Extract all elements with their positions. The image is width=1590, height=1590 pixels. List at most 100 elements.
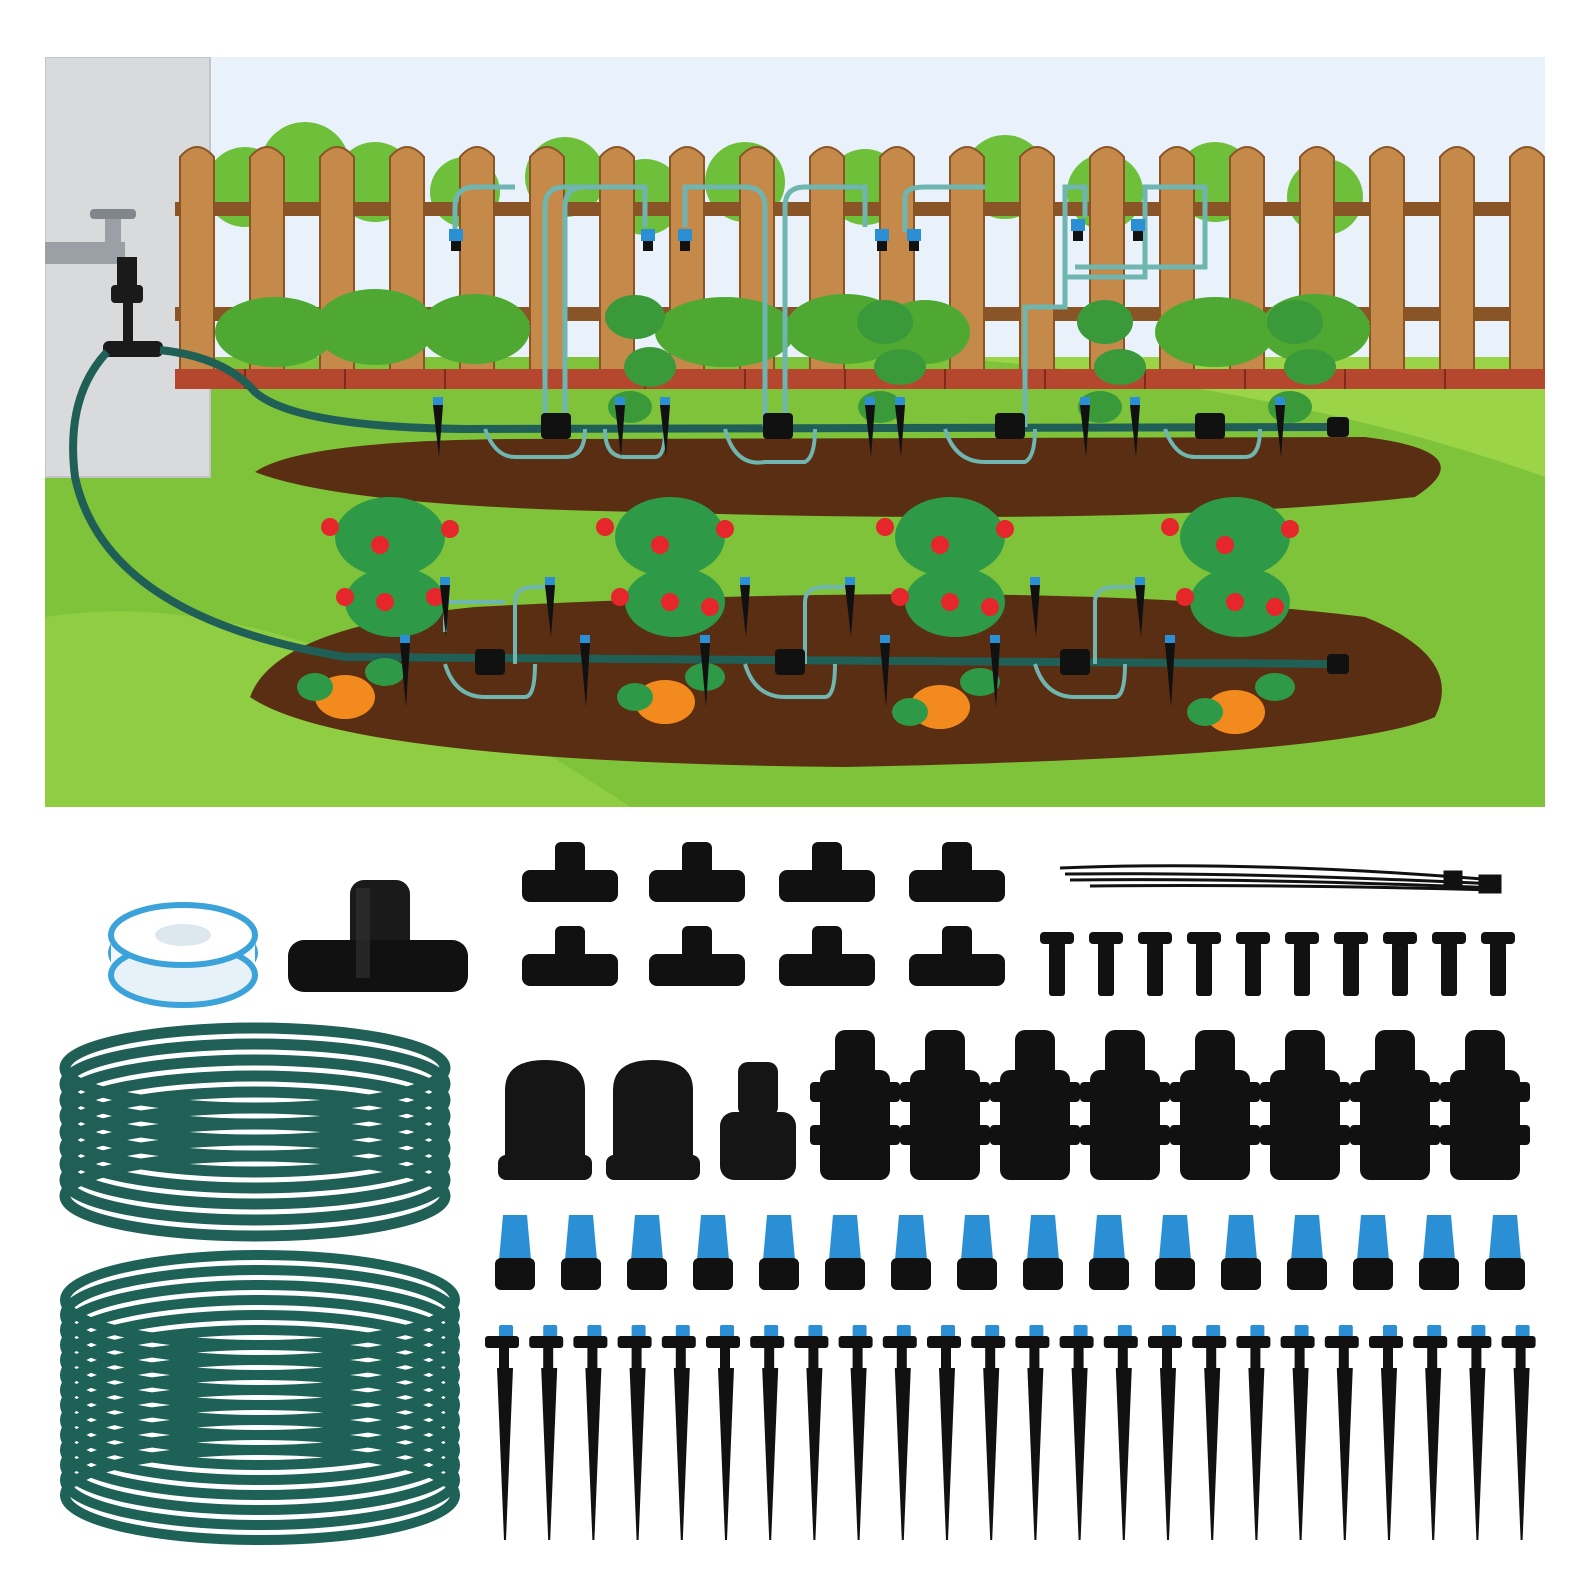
end-plug-icon xyxy=(1040,932,1074,996)
mist-nozzle-icon xyxy=(1155,1215,1195,1290)
tee-fitting-icon xyxy=(522,842,618,902)
main-hose-lower xyxy=(69,349,1336,668)
stake-sprinkler-icon xyxy=(838,1325,873,1540)
mist-nozzle-icon xyxy=(957,1215,997,1290)
mist-nozzle-icon xyxy=(495,1215,535,1290)
mist-nozzle-icon xyxy=(561,1215,601,1290)
end-plug-icon xyxy=(1138,932,1172,996)
stake-sprinkler-icon xyxy=(1501,1325,1536,1540)
mist-nozzle-icon xyxy=(1221,1215,1261,1290)
faucet-adapter-icon xyxy=(606,1060,700,1180)
seal-tape-icon xyxy=(108,902,258,1008)
mist-nozzle-icon xyxy=(825,1215,865,1290)
mist-nozzle-icon xyxy=(1071,219,1085,241)
stake-sprinkler-icon xyxy=(1030,577,1040,637)
four-way-connector-icon xyxy=(1195,413,1225,439)
mist-nozzle-icon xyxy=(875,229,889,251)
stake-sprinkler-icon xyxy=(1015,1325,1050,1540)
lower-soil-bed xyxy=(250,594,1442,767)
stake-sprinkler-icon xyxy=(545,577,555,637)
end-plug-icon xyxy=(1236,932,1270,996)
brick-edging xyxy=(175,369,1545,389)
stake-sprinkler-icon xyxy=(882,1325,917,1540)
hose-coil-icon xyxy=(60,1250,460,1545)
stake-sprinkler-icon xyxy=(573,1325,608,1540)
stake-sprinkler-icon xyxy=(865,397,875,457)
four-way-connector-icon xyxy=(541,413,571,439)
stake-sprinkler-icon xyxy=(895,397,905,457)
mist-nozzle-icon xyxy=(1023,1215,1063,1290)
end-plug-icon xyxy=(1089,932,1123,996)
mist-nozzle-icon xyxy=(1485,1215,1525,1290)
pumpkins xyxy=(297,658,1295,734)
stake-sprinkler-icon xyxy=(794,1325,829,1540)
stake-sprinkler-icon xyxy=(1280,1325,1315,1540)
stake-sprinkler-icon xyxy=(1148,1325,1182,1540)
four-way-connectors xyxy=(810,1030,1530,1180)
mist-nozzle-icon xyxy=(1419,1215,1459,1290)
stake-sprinkler-icon xyxy=(1275,397,1285,457)
stake-sprinkler-icon xyxy=(1324,1325,1359,1540)
stake-sprinkler-icon xyxy=(880,635,890,707)
mist-nozzle-icon xyxy=(693,1215,733,1290)
tee-fitting-icon xyxy=(649,842,745,902)
four-way-connector-icon xyxy=(900,1030,990,1180)
mist-nozzle-icon xyxy=(1353,1215,1393,1290)
tee-fitting-icon xyxy=(909,842,1005,902)
mist-nozzle-icon xyxy=(907,229,921,251)
stake-sprinkler-icon xyxy=(1192,1325,1227,1540)
hose-coil-icon xyxy=(59,1022,451,1242)
stake-sprinkler-icon xyxy=(1236,1325,1271,1540)
four-way-connector-icon xyxy=(775,649,805,675)
end-plug-icon xyxy=(1327,654,1349,674)
mist-nozzle-icon xyxy=(449,229,463,251)
end-plugs xyxy=(1040,932,1515,996)
mist-nozzles xyxy=(495,1215,1525,1290)
mist-nozzle-icon xyxy=(641,229,655,251)
four-way-connector-icon xyxy=(1260,1030,1350,1180)
end-plug-icon xyxy=(1187,932,1221,996)
kit-contents xyxy=(0,820,1590,1590)
stake-sprinkler-icon xyxy=(1135,577,1145,637)
stake-sprinkler-icon xyxy=(433,397,443,457)
stake-sprinkler-icon xyxy=(990,635,1000,707)
cable-tie-icon xyxy=(1059,864,1502,894)
stake-sprinkler-icon xyxy=(750,1325,785,1540)
tee-fitting-icon xyxy=(779,926,875,986)
end-plug-icon xyxy=(1285,932,1319,996)
faucet-adapter-icon xyxy=(498,1060,592,1180)
four-way-connector-icon xyxy=(1080,1030,1170,1180)
stake-sprinkler-icon xyxy=(400,635,410,707)
end-plug-icon xyxy=(1432,932,1466,996)
four-way-connector-icon xyxy=(1440,1030,1530,1180)
faucet-adapter-icon xyxy=(720,1062,796,1180)
tee-connectors xyxy=(522,842,1005,986)
four-way-connector-icon xyxy=(763,413,793,439)
stake-sprinkler-icon xyxy=(529,1325,564,1540)
mist-nozzle-icon xyxy=(1089,1215,1129,1290)
four-way-connector-icon xyxy=(475,649,505,675)
stake-sprinkler-icon xyxy=(1369,1325,1403,1540)
mist-nozzle-icon xyxy=(627,1215,667,1290)
main-hose-upper xyxy=(159,346,1336,434)
stake-sprinkler-icon xyxy=(440,577,450,637)
stake-sprinkler-icon xyxy=(1059,1325,1094,1540)
tee-fitting-icon xyxy=(909,926,1005,986)
tee-fitting-icon xyxy=(522,926,618,986)
fence-micro-tubes xyxy=(452,184,1208,427)
stake-sprinkler-icon xyxy=(1130,397,1140,457)
mist-nozzle-icon xyxy=(678,229,692,251)
stake-sprinkler-icon xyxy=(700,635,710,707)
end-plug-icon xyxy=(1334,932,1368,996)
scene-illustration xyxy=(45,57,1545,807)
kit-contents-illustration xyxy=(59,842,1536,1545)
four-way-connector-icon xyxy=(995,413,1025,439)
mist-nozzle-icon xyxy=(891,1215,931,1290)
stake-sprinkler-icon xyxy=(1413,1325,1448,1540)
stake-sprinklers xyxy=(485,1325,1536,1540)
mist-nozzle-icon xyxy=(1131,219,1145,241)
upper-bed-drippers xyxy=(433,397,1285,465)
tomato-plants xyxy=(321,497,1299,637)
tee-fitting-icon xyxy=(288,880,468,992)
garden-irrigation-scene xyxy=(45,57,1545,807)
